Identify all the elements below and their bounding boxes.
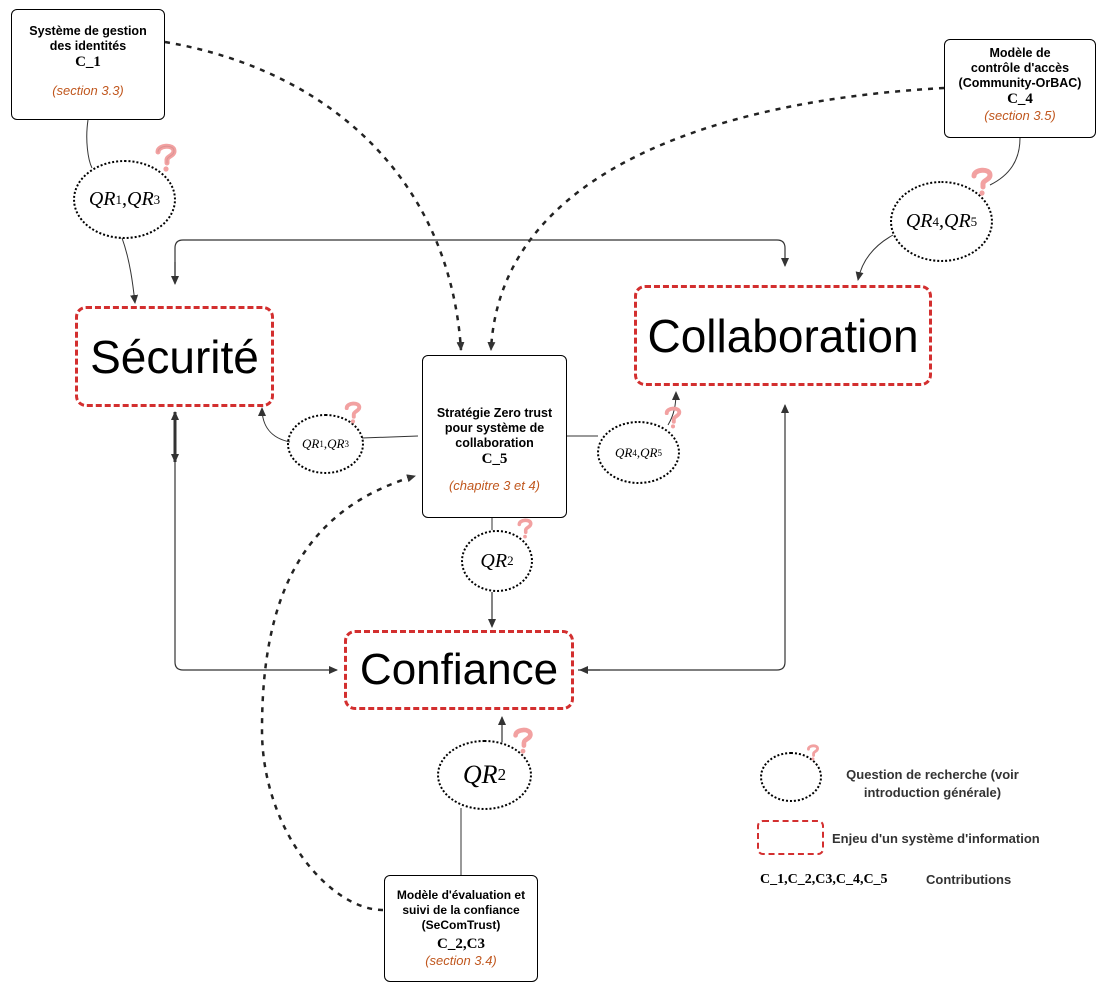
c1-reference: (section 3.3): [52, 83, 124, 98]
link-qr-securite: [121, 237, 139, 304]
c4-title-line3: (Community-OrBAC): [958, 76, 1082, 90]
c23-title-line3: (SeComTrust): [421, 918, 501, 932]
link-c1-qr: [86, 119, 93, 169]
issue-securite: Sécurité: [75, 306, 274, 407]
c23-title-line2: suivi de la confiance: [402, 903, 520, 917]
legend-contrib-label: Contributions: [926, 872, 1012, 887]
dashed-link-c23-c5: [260, 474, 416, 912]
c4-reference: (section 3.5): [984, 108, 1056, 123]
c1-title-line1: Système de gestion: [29, 24, 147, 38]
c5-reference: (chapitre 3 et 4): [448, 478, 541, 493]
link-qr13-securite: [258, 407, 291, 443]
c5-title-line1: Stratégie Zero trust: [436, 406, 553, 420]
contribution-c4: Modèle de contrôle d'accès (Community-Or…: [944, 39, 1096, 138]
issue-collaboration-label: Collaboration: [647, 309, 919, 362]
issue-securite-label: Sécurité: [90, 330, 259, 383]
issue-confiance-label: Confiance: [359, 645, 559, 694]
c1-id: C_1: [75, 54, 101, 70]
c5-title-line2: pour système de: [444, 421, 545, 435]
legend-question-symbol: [760, 752, 822, 802]
link-c5-qr13: [361, 435, 419, 439]
c4-id: C_4: [1007, 91, 1033, 107]
c4-title-line1: Modèle de: [989, 46, 1051, 60]
link-securite-confiance: [174, 422, 338, 674]
question-mark-icon: [517, 518, 533, 539]
question-mark-icon: [664, 406, 682, 429]
link-qr-collaboration: [855, 234, 894, 281]
issue-confiance: Confiance: [344, 630, 574, 710]
question-mark-icon: [155, 143, 177, 172]
issue-collaboration: Collaboration: [634, 285, 932, 386]
question-mark-icon: [513, 727, 533, 754]
dashed-link-c1-c5: [164, 40, 465, 351]
c5-id: C_5: [481, 451, 508, 467]
question-mark-icon: [971, 167, 993, 196]
contribution-c1: Système de gestion des identités C_1 (se…: [11, 9, 165, 120]
legend-contrib-ids: C_1,C_2,C3,C_4,C_5: [760, 872, 888, 887]
link-c4-qr: [989, 137, 1021, 186]
legend-issue-symbol: [757, 820, 824, 855]
link-securite-collaboration: [174, 239, 789, 282]
c5-title-line3: collaboration: [455, 436, 534, 450]
c23-title-line1: Modèle d'évaluation et: [396, 888, 526, 902]
question-mark-icon: [807, 744, 820, 761]
question-mark-icon: [344, 401, 362, 424]
contribution-c2-c3: Modèle d'évaluation et suivi de la confi…: [384, 875, 538, 982]
legend-question-label: Question de recherche (voir introduction…: [846, 767, 1019, 800]
c23-id: C_2,C3: [437, 936, 485, 952]
link-confiance-collaboration: [578, 404, 789, 671]
c23-reference: (section 3.4): [425, 953, 497, 968]
c4-title-line2: contrôle d'accès: [970, 61, 1070, 75]
c1-title-line2: des identités: [49, 39, 127, 53]
legend-issue-label: Enjeu d'un système d'information: [832, 831, 1040, 846]
contribution-c5: Stratégie Zero trust pour système de col…: [422, 355, 567, 518]
